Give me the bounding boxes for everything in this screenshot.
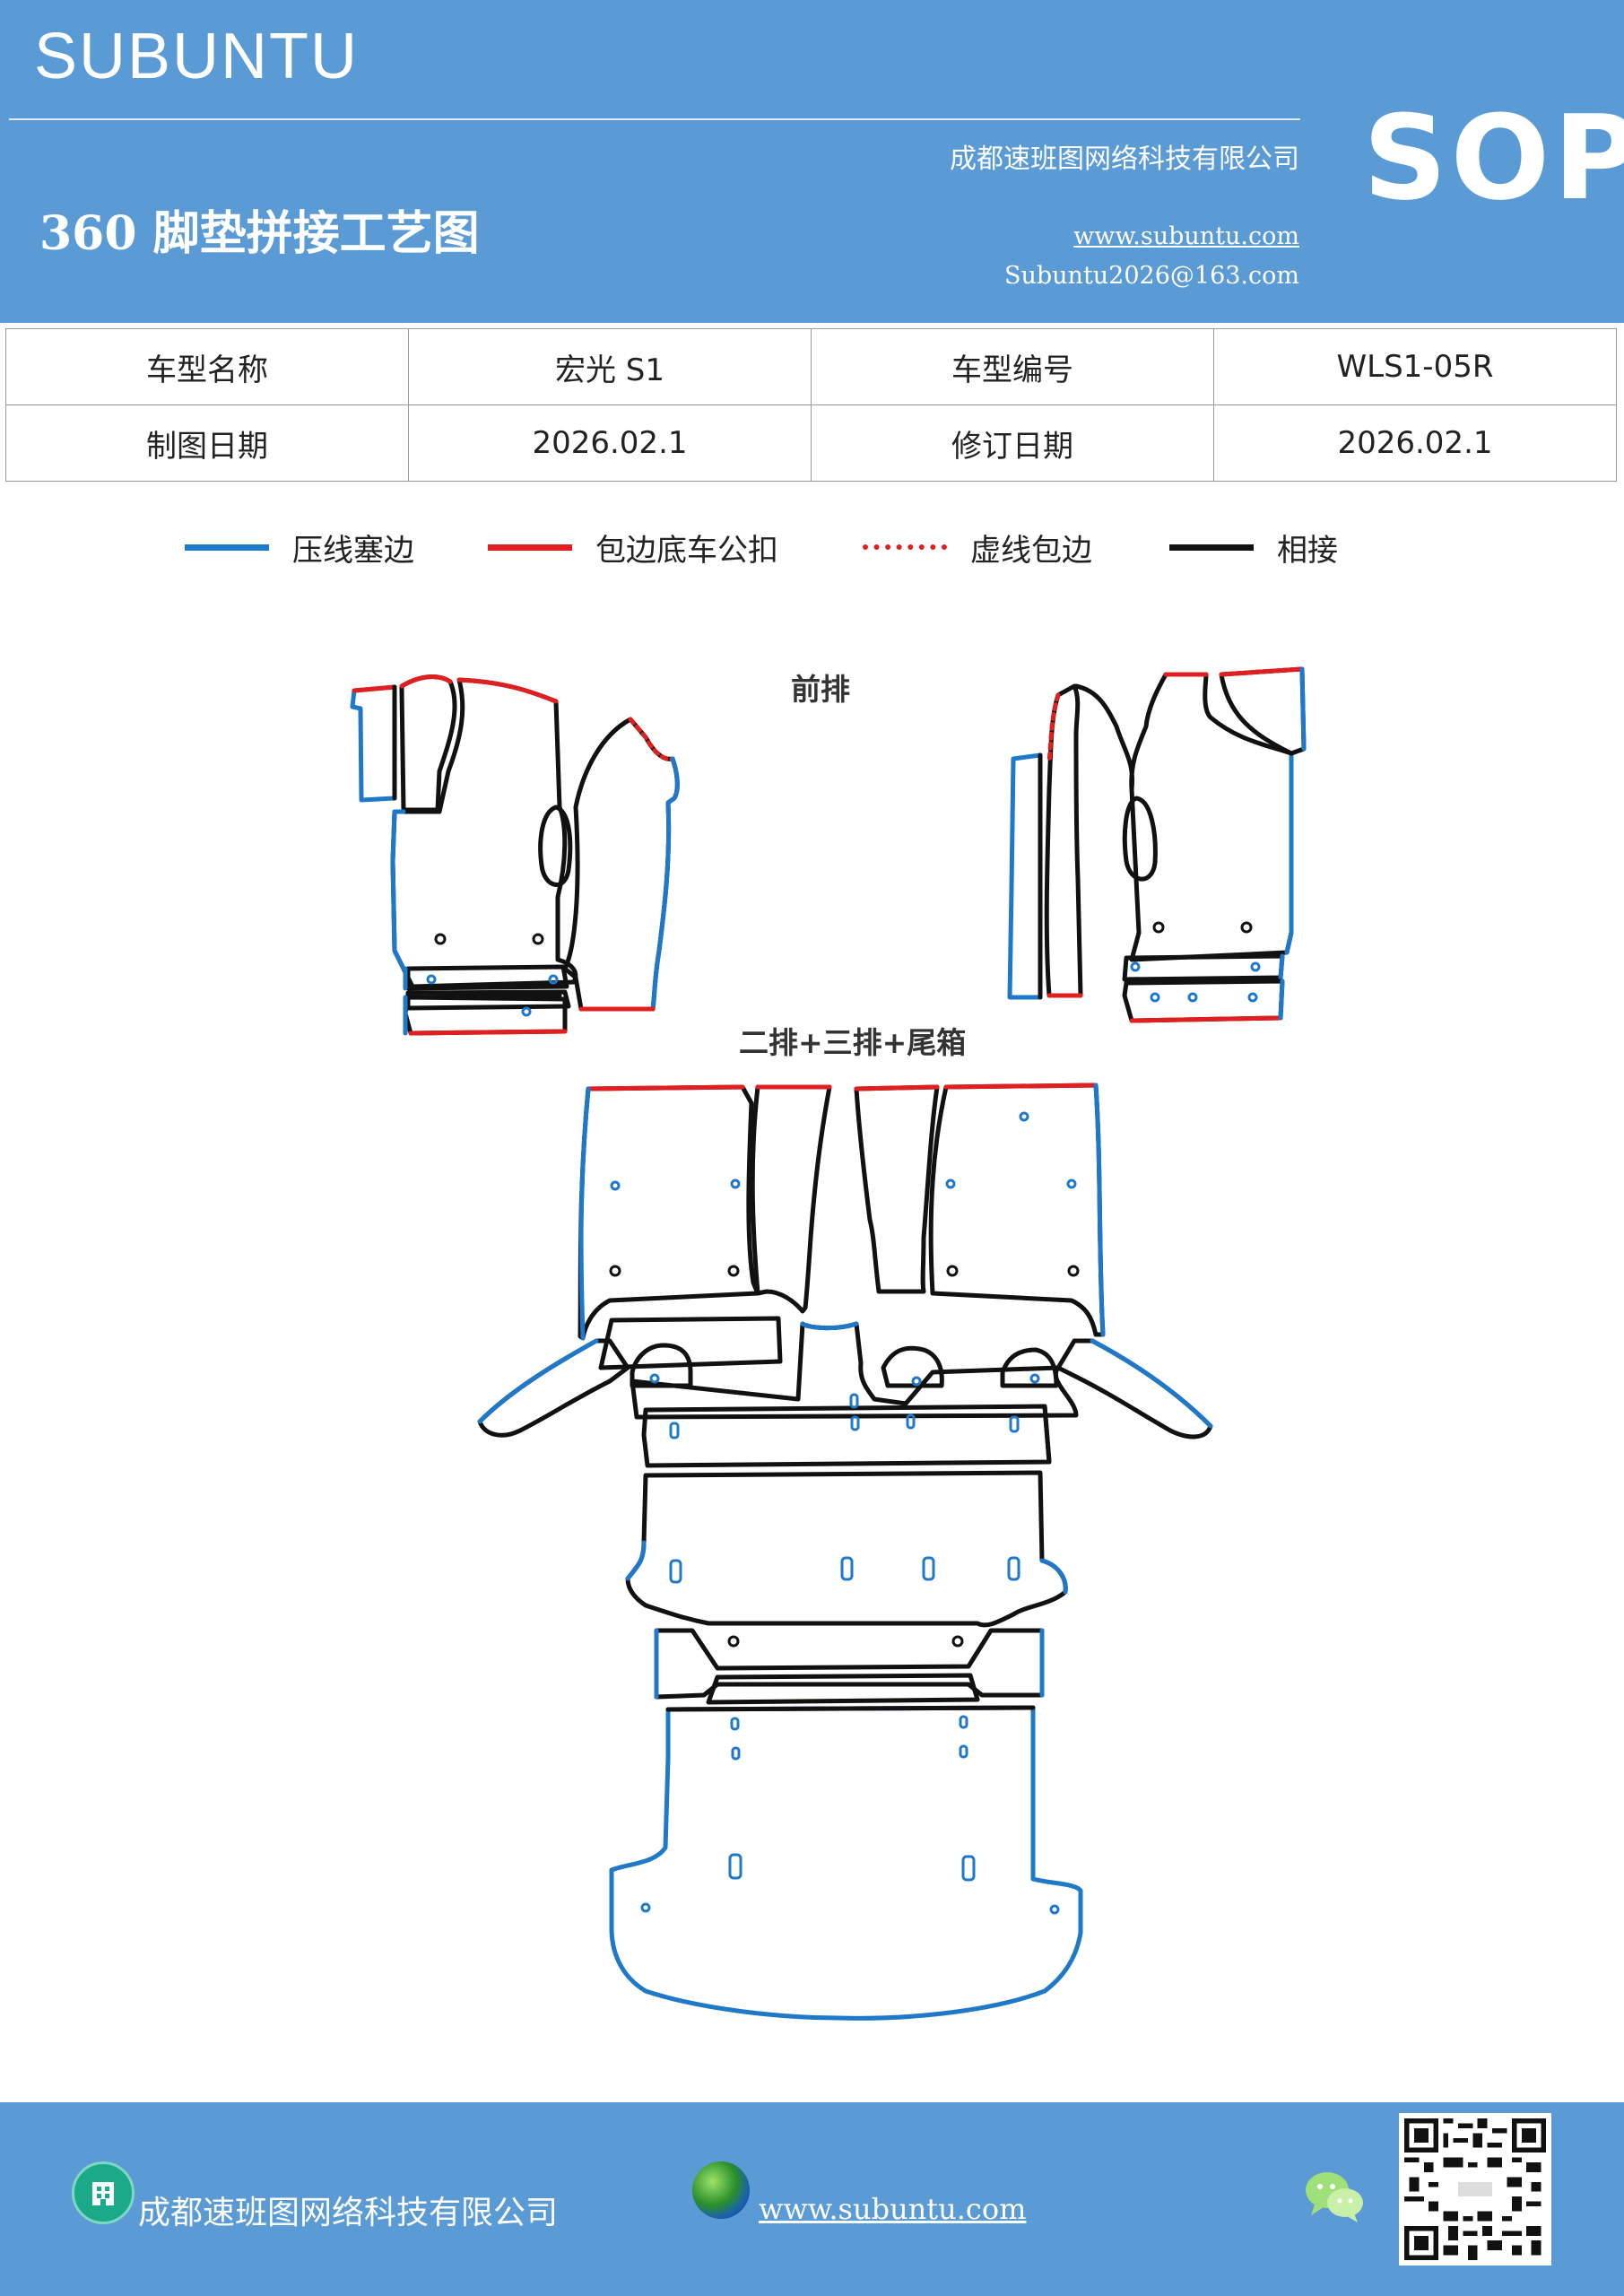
front-row-label: 前排 [791, 672, 850, 707]
value-draw-date: 2026.02.1 [408, 404, 812, 482]
legend-label: 包边底车公扣 [595, 532, 778, 569]
trunk-mat [609, 1705, 1083, 2021]
wechat-icon[interactable] [1302, 2167, 1367, 2224]
second-row-mats [477, 1083, 1213, 1439]
legend-swatch-red [488, 544, 572, 551]
vehicle-info-table: 车型名称 宏光 S1 车型编号 WLS1-05R 制图日期 2026.02.1 … [5, 328, 1617, 482]
line-legend: 压线塞边 包边底车公扣 虚线包边 相接 [0, 525, 1624, 578]
legend-label: 压线塞边 [292, 532, 414, 569]
legend-item-press-edge: 压线塞边 [185, 525, 414, 570]
header-divider [9, 118, 1300, 120]
value-revision-date: 2026.02.1 [1213, 404, 1617, 482]
rear-rows-label: 二排+三排+尾箱 [739, 1025, 967, 1060]
header-company: 成都速班图网络科技有限公司 [950, 144, 1299, 175]
legend-swatch-blue [185, 544, 269, 551]
legend-item-wrap-clip: 包边底车公扣 [488, 525, 778, 570]
table-row: 制图日期 2026.02.1 修订日期 2026.02.1 [5, 404, 1617, 482]
page-title: 360 脚垫拼接工艺图 [39, 206, 480, 261]
building-icon [72, 2161, 135, 2224]
legend-item-dotted-wrap: 虚线包边 [863, 525, 1092, 570]
footer-website-link[interactable]: www.subuntu.com [759, 2192, 1027, 2226]
qr-code[interactable] [1399, 2113, 1551, 2266]
legend-swatch-black [1169, 544, 1254, 551]
front-left-mats [350, 674, 680, 1036]
value-model-code: WLS1-05R [1213, 328, 1617, 405]
label-revision-date: 修订日期 [811, 404, 1214, 482]
legend-item-joint: 相接 [1169, 525, 1338, 570]
legend-label: 虚线包边 [970, 532, 1092, 569]
header-email: Subuntu2026@163.com [1004, 262, 1299, 290]
globe-icon [692, 2161, 750, 2219]
label-model-code: 车型编号 [811, 328, 1214, 405]
floor-mat-diagram [350, 666, 1307, 2021]
footer-banner: 成都速班图网络科技有限公司 www.subuntu.com [0, 2102, 1624, 2296]
third-row-mats [625, 1393, 1068, 1705]
legend-label: 相接 [1277, 532, 1338, 569]
value-model-name: 宏光 S1 [408, 328, 812, 405]
legend-swatch-red-dotted [863, 544, 947, 550]
header-banner: SUBUNTU 成都速班图网络科技有限公司 SOP 360 脚垫拼接工艺图 ww… [0, 0, 1624, 323]
header-website-link[interactable]: www.subuntu.com [1073, 222, 1299, 250]
brand-name: SUBUNTU [34, 21, 360, 92]
sop-mark: SOP [1363, 90, 1624, 226]
table-row: 车型名称 宏光 S1 车型编号 WLS1-05R [5, 328, 1617, 405]
footer-company: 成都速班图网络科技有限公司 [138, 2195, 559, 2231]
label-model-name: 车型名称 [5, 328, 409, 405]
front-right-mats [1007, 666, 1307, 1023]
label-draw-date: 制图日期 [5, 404, 409, 482]
